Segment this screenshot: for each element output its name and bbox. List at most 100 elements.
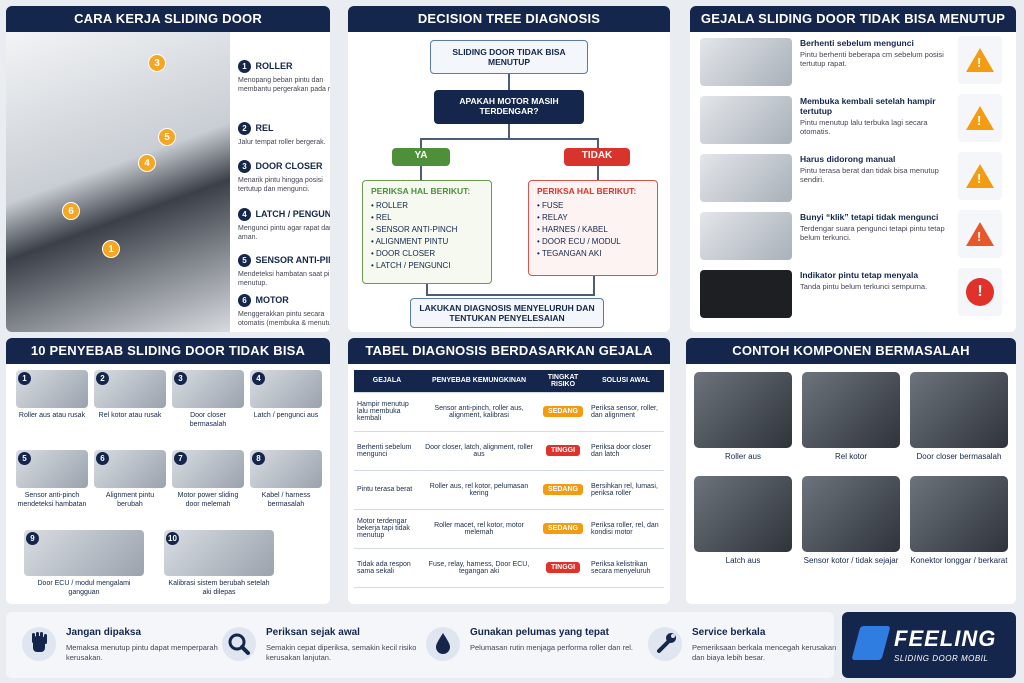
component-item: Konektor longgar / berkarat <box>910 476 1008 565</box>
symptoms-panel: GEJALA SLIDING DOOR TIDAK BISA MENUTUP B… <box>690 6 1016 332</box>
tree-no: TIDAK <box>564 148 630 166</box>
warning-icon: ! <box>966 48 994 72</box>
component-item: Rel kotor <box>802 372 900 461</box>
risk-badge: TINGGI <box>545 562 581 573</box>
tree-yes: YA <box>392 148 450 166</box>
tree-yes-item: • SENSOR ANTI-PINCH <box>371 225 458 234</box>
tree-end: LAKUKAN DIAGNOSIS MENYELURUH DAN TENTUKA… <box>410 298 604 328</box>
brand-f-icon <box>851 626 891 660</box>
components-title: CONTOH KOMPONEN BERMASALAH <box>686 338 1016 364</box>
risk-badge: SEDANG <box>543 484 583 495</box>
how-it-works-panel: CARA KERJA SLIDING DOOR 3 5 4 6 1 1 ROLL… <box>6 6 330 332</box>
table-cell: Roller aus, rel kotor, pelumasan kering <box>420 470 538 510</box>
decision-tree-panel: DECISION TREE DIAGNOSIS SLIDING DOOR TID… <box>348 6 670 332</box>
brand-logo: FEELING SLIDING DOOR MOBIL <box>842 612 1016 678</box>
symptom-image <box>700 96 792 144</box>
table-cell: Periksa kelistrikan secara menyeluruh <box>588 548 664 588</box>
risk-badge: SEDANG <box>543 523 583 534</box>
risk-badge: TINGGI <box>545 445 581 456</box>
warning-icon: ! <box>966 106 994 130</box>
tree-no-item: • TEGANGAN AKI <box>537 249 602 258</box>
tree-no-item: • DOOR ECU / MODUL <box>537 237 621 246</box>
table-cell: Hampir menutup lalu membuka kembali <box>354 392 420 432</box>
table-cell: Pintu terasa berat <box>354 470 420 510</box>
table-cell: Motor terdengar bekerja tapi tidak menut… <box>354 509 420 549</box>
tree-yes-item: • LATCH / PENGUNCI <box>371 261 451 270</box>
table-cell: Bersihkan rel, lumasi, periksa roller <box>588 470 664 510</box>
tree-yes-item: • DOOR CLOSER <box>371 249 436 258</box>
symptom-image <box>700 154 792 202</box>
component-item: Door closer bermasalah <box>910 372 1008 461</box>
table-cell: Door closer, latch, alignment, roller au… <box>420 431 538 471</box>
tree-start: SLIDING DOOR TIDAK BISA MENUTUP <box>430 40 588 74</box>
marker-5: 5 <box>158 128 176 146</box>
components-panel: CONTOH KOMPONEN BERMASALAH Roller aus Re… <box>686 338 1016 604</box>
tree-yes-item: • ALIGNMENT PINTU <box>371 237 449 246</box>
part-sensor: 5 SENSOR ANTI-PINCHMendeteksi hambatan s… <box>238 254 330 287</box>
tree-no-item: • RELAY <box>537 213 568 222</box>
how-it-works-title: CARA KERJA SLIDING DOOR <box>6 6 330 32</box>
dashboard-indicator-image <box>700 270 792 318</box>
risk-badge: SEDANG <box>543 406 583 417</box>
symptoms-title: GEJALA SLIDING DOOR TIDAK BISA MENUTUP <box>690 6 1016 32</box>
causes-panel: 10 PENYEBAB SLIDING DOOR TIDAK BISA MENU… <box>6 338 330 604</box>
hand-stop-icon <box>22 627 56 661</box>
diagnosis-table-title: TABEL DIAGNOSIS BERDASARKAN GEJALA <box>348 338 670 364</box>
table-cell: Tidak ada respon sama sekali <box>354 548 420 588</box>
symptom-image <box>700 38 792 86</box>
marker-3: 3 <box>148 54 166 72</box>
table-cell: Roller macet, rel kotor, motor melemah <box>420 509 538 549</box>
component-item: Roller aus <box>694 372 792 461</box>
tree-no-list: PERIKSA HAL BERIKUT: • FUSE• RELAY• HARN… <box>528 180 658 276</box>
table-cell: Periksa roller, rel, dan kondisi motor <box>588 509 664 549</box>
tips-bar <box>6 612 834 678</box>
warning-icon: ! <box>966 222 994 246</box>
marker-4: 4 <box>138 154 156 172</box>
causes-title: 10 PENYEBAB SLIDING DOOR TIDAK BISA MENU… <box>6 338 330 384</box>
magnifier-icon <box>222 627 256 661</box>
diagnosis-table-panel: TABEL DIAGNOSIS BERDASARKAN GEJALA GEJAL… <box>348 338 670 604</box>
table-cell: Periksa sensor, roller, dan alignment <box>588 392 664 432</box>
component-item: Sensor kotor / tidak sejajar <box>802 476 900 565</box>
tree-yes-item: • REL <box>371 213 392 222</box>
symptom-image <box>700 212 792 260</box>
alert-circle-icon: ! <box>966 278 994 306</box>
tree-no-item: • FUSE <box>537 201 564 210</box>
diagnosis-table: GEJALA PENYEBAB KEMUNGKINAN TINGKAT RISI… <box>354 370 664 588</box>
tree-question: APAKAH MOTOR MASIH TERDENGAR? <box>434 90 584 124</box>
table-cell: Berhenti sebelum mengunci <box>354 431 420 471</box>
tree-yes-item: • ROLLER <box>371 201 409 210</box>
part-latch: 4 LATCH / PENGUNCIMengunci pintu agar ra… <box>238 208 330 241</box>
tree-yes-list: PERIKSA HAL BERIKUT: • ROLLER• REL• SENS… <box>362 180 492 284</box>
table-cell: Periksa door closer dan latch <box>588 431 664 471</box>
decision-tree-title: DECISION TREE DIAGNOSIS <box>348 6 670 32</box>
car-door-image: 3 5 4 6 1 <box>6 32 230 332</box>
table-row: Motor terdengar bekerja tapi tidak menut… <box>354 509 664 549</box>
table-cell: Fuse, relay, harness, Door ECU, tegangan… <box>420 548 538 588</box>
marker-6: 6 <box>62 202 80 220</box>
marker-1: 1 <box>102 240 120 258</box>
warning-icon: ! <box>966 164 994 188</box>
tree-no-item: • HARNES / KABEL <box>537 225 608 234</box>
